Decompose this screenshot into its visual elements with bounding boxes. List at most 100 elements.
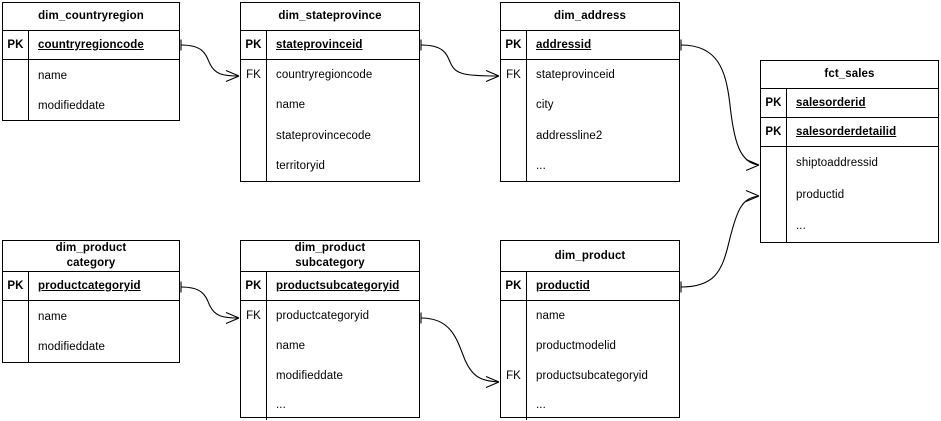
attribute-name[interactable]: productcategoryid — [276, 310, 370, 322]
attribute-key-label — [3, 301, 28, 332]
attribute-key-label — [241, 90, 266, 120]
attribute-name[interactable]: modifieddate — [38, 341, 106, 353]
attribute-key-label: PK — [3, 31, 29, 59]
entity-title-line: dim_stateprovince — [278, 10, 382, 22]
attribute-name-column: productcategoryid name modifieddate... — [267, 301, 419, 420]
attribute-name[interactable]: city — [536, 99, 554, 111]
attribute-name[interactable]: name — [276, 340, 306, 352]
attribute-name[interactable]: addressline2 — [536, 129, 603, 142]
attribute-name[interactable]: countryregioncode — [276, 69, 373, 81]
attribute-name[interactable]: modifieddate — [276, 369, 344, 382]
attribute-name[interactable]: productid — [796, 189, 845, 201]
entity-title-line: dim_countryregion — [38, 10, 144, 22]
attribute-name[interactable]: name — [38, 69, 68, 82]
attribute-name[interactable]: name — [38, 310, 68, 323]
attribute-row-group: shiptoaddressid productid... — [761, 147, 938, 242]
attribute-key-label: PK — [761, 118, 787, 146]
entity-title-dim_stateprovince: dim_stateprovince — [241, 3, 419, 31]
entity-title-text: dim_product — [555, 249, 626, 264]
entity-title-line: dim_product — [554, 249, 626, 262]
attribute-name-column: name modifieddate — [29, 60, 179, 121]
attribute-name: stateprovinceid — [276, 39, 363, 51]
attribute-name-column: shiptoaddressid productid... — [787, 147, 938, 242]
attribute-name[interactable]: ... — [536, 160, 546, 172]
attribute-key-label — [241, 390, 266, 420]
attribute-key-column — [3, 60, 29, 121]
attribute-name-column: name modifieddate — [29, 301, 179, 362]
cardinality-crows-foot-icon — [745, 189, 760, 203]
attribute-key-label — [501, 151, 526, 181]
attribute-name[interactable]: modifieddate — [38, 100, 106, 112]
attribute-key-column: FK — [501, 60, 527, 181]
attribute-key-label: FK — [506, 69, 521, 81]
attribute-key-label — [3, 332, 28, 362]
attribute-name[interactable]: name — [536, 310, 566, 322]
relationship-line — [420, 317, 500, 383]
attribute-key-label — [3, 91, 28, 121]
cardinality-crows-foot-icon — [745, 158, 760, 172]
entity-title-fct_sales: fct_sales — [761, 61, 938, 89]
attribute-row-group: name modifieddate — [3, 301, 179, 362]
attribute-name[interactable]: productmodelid — [536, 340, 617, 352]
entity-title-text: fct_sales — [824, 67, 874, 82]
relationship-rel-countryregion-stateprovince — [180, 39, 240, 83]
attribute-name[interactable]: productsubcategoryid — [536, 369, 648, 382]
relationship-line — [420, 44, 500, 77]
attribute-key-label — [761, 211, 786, 241]
attribute-name[interactable]: ... — [536, 399, 546, 411]
relationship-rel-productcategory-productsubcategory — [180, 281, 240, 325]
attribute-row-group: FK name productmodelid productsubcategoryid… — [501, 301, 679, 420]
relationship-line — [680, 44, 760, 166]
attribute-name[interactable]: name — [276, 99, 306, 111]
attribute-key-label: FK — [506, 369, 521, 382]
attribute-key-label — [501, 90, 526, 120]
attribute-key-label — [241, 361, 266, 390]
attribute-name[interactable]: shiptoaddressid — [796, 157, 879, 169]
attribute-key-label — [761, 147, 786, 179]
attribute-name[interactable]: ... — [276, 399, 286, 411]
entity-title-dim_address: dim_address — [501, 3, 679, 31]
attribute-name[interactable]: ... — [796, 220, 806, 232]
attribute-name: productcategoryid — [38, 280, 141, 292]
attribute-name[interactable]: territoryid — [276, 160, 326, 172]
attribute-key-label: PK — [761, 89, 787, 117]
relationship-rel-stateprovince-address — [420, 39, 500, 83]
attribute-row[interactable]: PK countryregioncode — [3, 31, 179, 60]
attribute-key-label — [241, 331, 266, 361]
attribute-name[interactable]: stateprovincecode — [276, 129, 372, 142]
cardinality-crows-foot-icon — [485, 69, 500, 83]
relationship-line — [180, 286, 240, 319]
attribute-key-label — [241, 120, 266, 151]
relationship-line — [180, 44, 240, 77]
attribute-name-column: countryregioncode name stateprovincecode te… — [267, 60, 419, 181]
attribute-key-label — [501, 331, 526, 361]
attribute-name: productsubcategoryid — [276, 280, 400, 292]
attribute-name[interactable]: stateprovinceid — [536, 69, 615, 81]
attribute-key-column: FK — [241, 301, 267, 420]
attribute-name: addressid — [536, 39, 592, 51]
entity-title-text: dim_address — [554, 9, 626, 24]
attribute-name: countryregioncode — [38, 39, 144, 51]
attribute-name-column: name productmodelid productsubcategoryid..… — [527, 301, 679, 420]
attribute-key-label: FK — [246, 310, 261, 322]
cardinality-crows-foot-icon — [225, 311, 240, 325]
attribute-key-column: FK — [501, 301, 527, 420]
